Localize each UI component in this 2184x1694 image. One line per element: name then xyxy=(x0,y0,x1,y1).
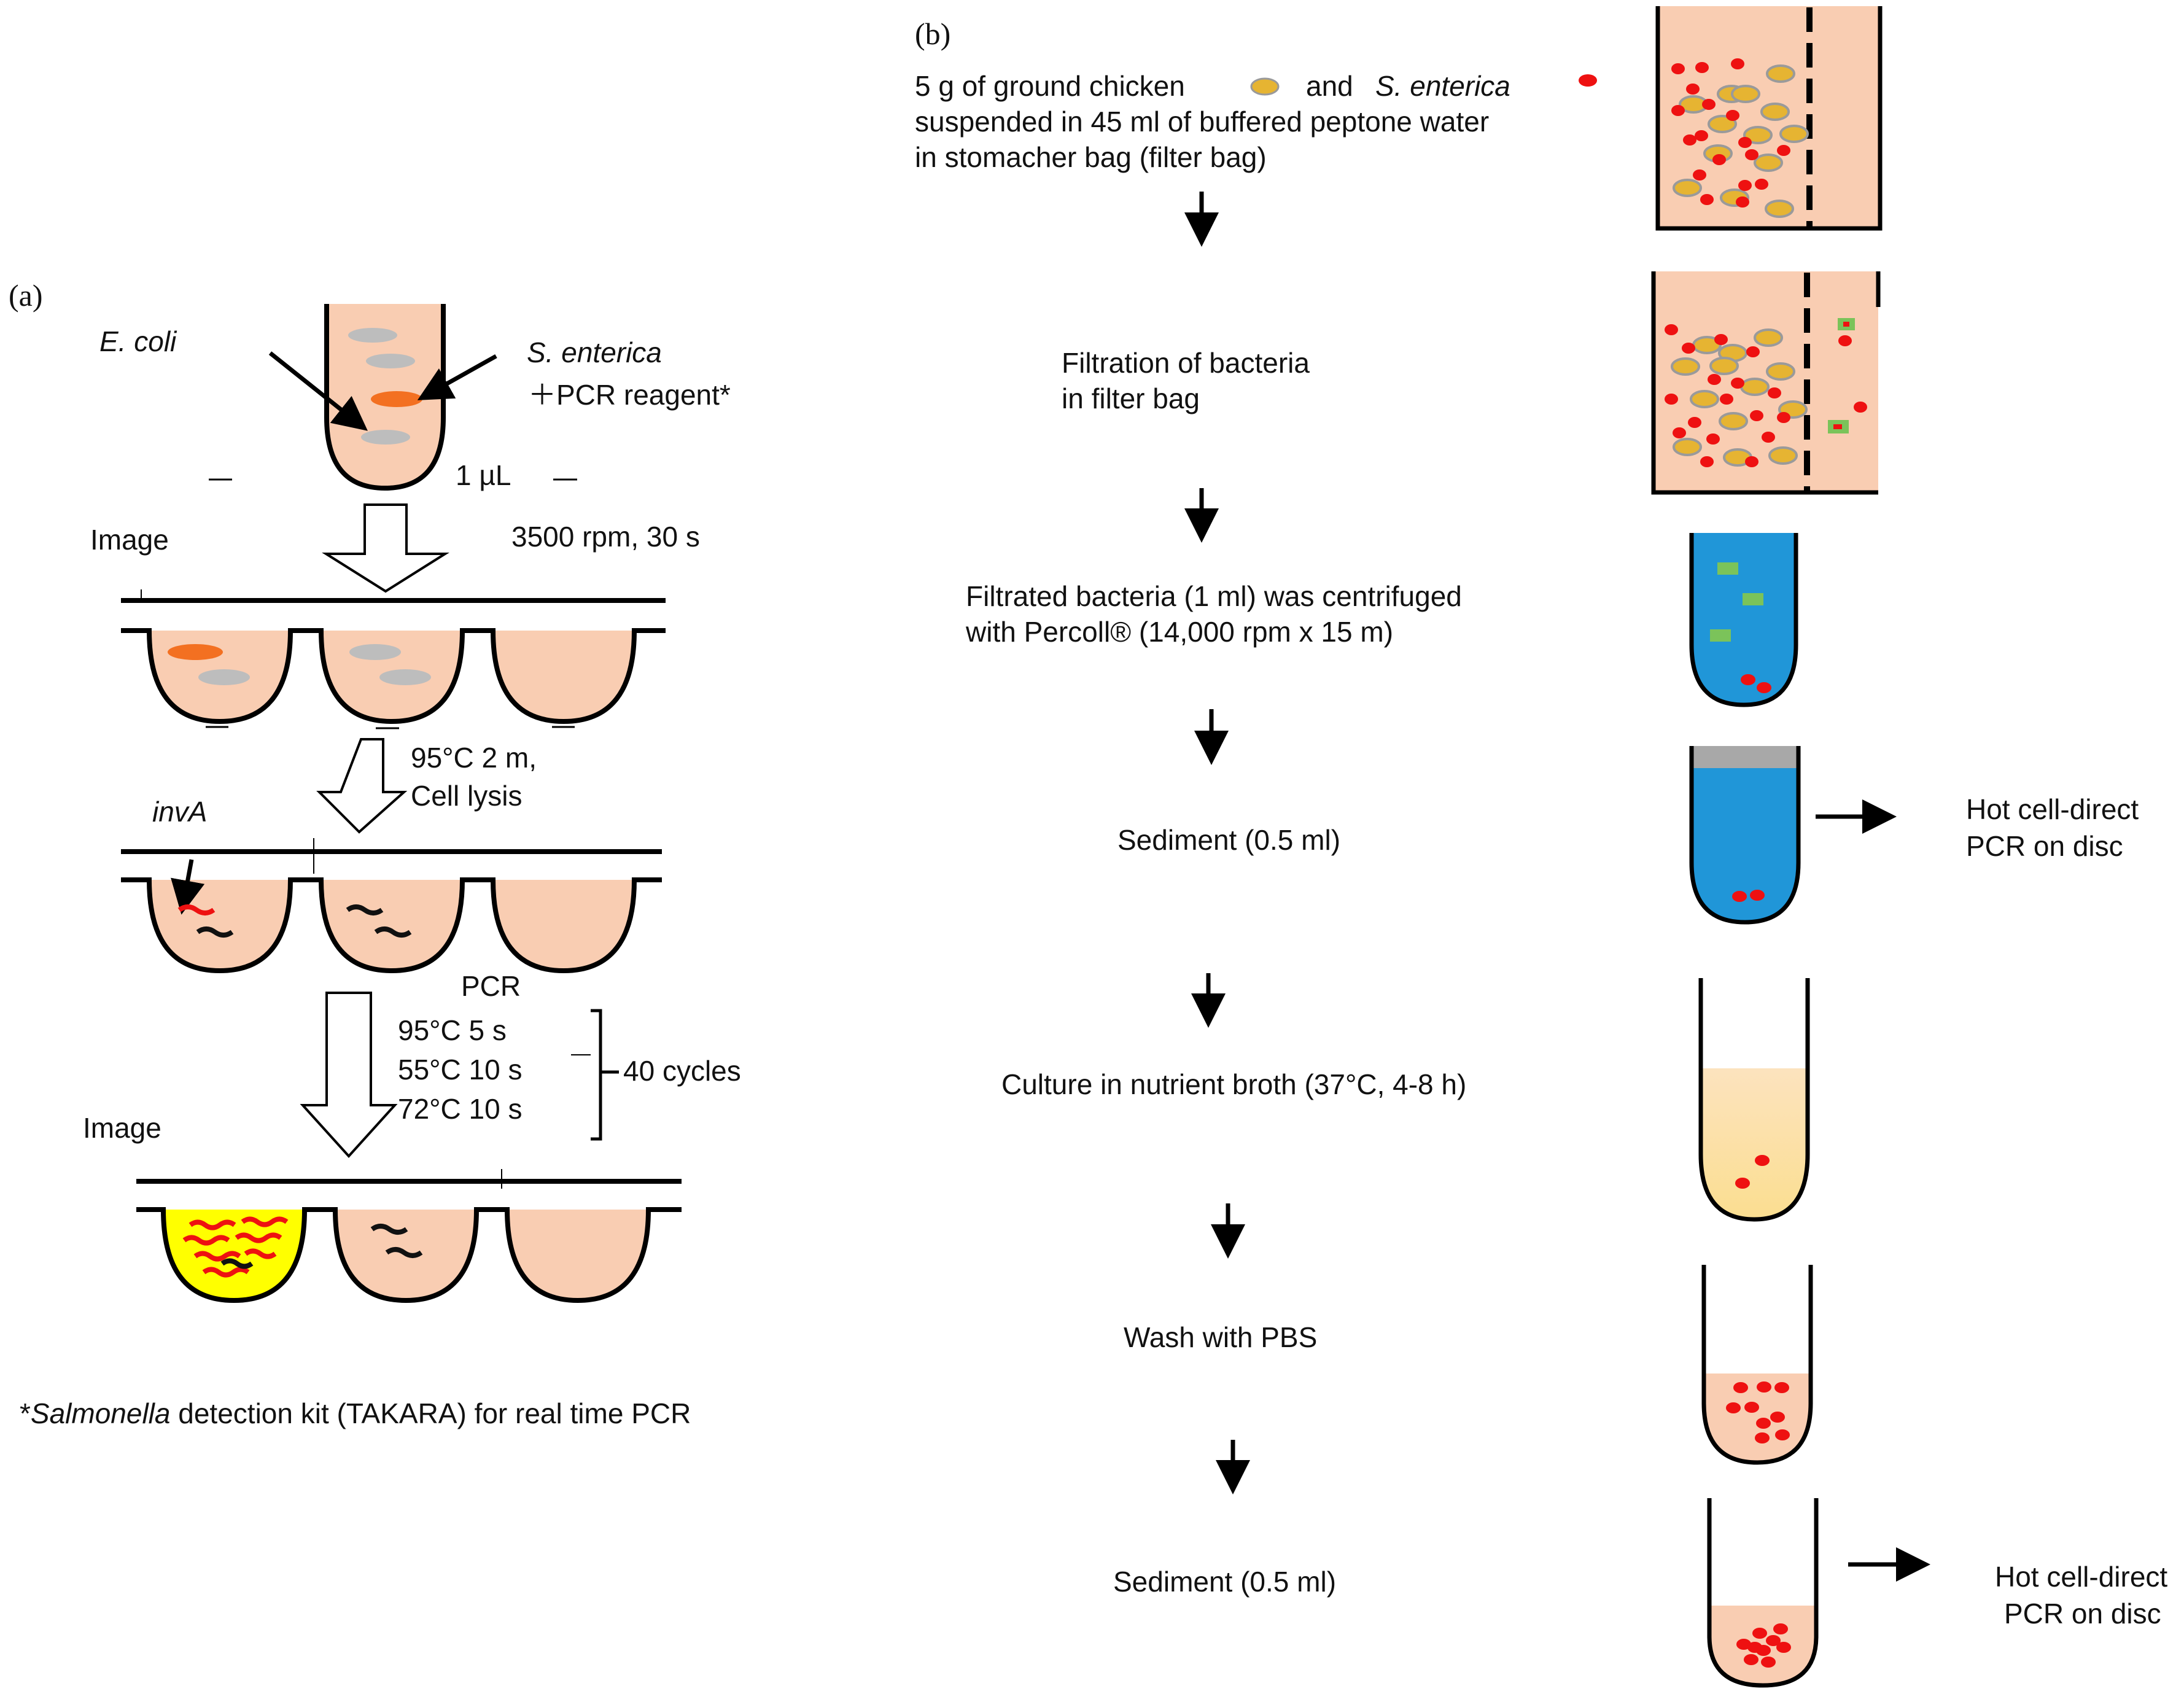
step3-line1: Filtrated bacteria (1 ml) was centrifuge… xyxy=(966,580,1462,612)
step4-label: Sediment (0.5 ml) xyxy=(1117,824,1341,856)
amplified-dna xyxy=(182,1216,289,1278)
cycle-step-2: 55°C 10 s xyxy=(398,1054,523,1086)
final-sediment-tube xyxy=(1707,1498,1819,1688)
panel-a-label: (a) xyxy=(9,278,43,313)
dna-fragment xyxy=(385,1247,423,1258)
dna-fragment xyxy=(220,1258,254,1269)
stomacher-bag-2 xyxy=(1651,271,1881,495)
process-arrow-3 xyxy=(300,992,398,1158)
image-label-1: Image xyxy=(90,524,169,556)
footnote: *Salmonella detection kit (TAKARA) for r… xyxy=(20,1396,691,1432)
panel-a-graphics xyxy=(121,304,682,1304)
cycle-step-3: 72°C 10 s xyxy=(398,1093,523,1125)
cycles-label: 40 cycles xyxy=(623,1055,741,1087)
cycle-bracket xyxy=(591,1009,602,1141)
dna-fragment xyxy=(346,904,384,915)
salmonella-cell xyxy=(168,644,223,660)
ecoli-cell xyxy=(198,669,250,685)
sediment-tube-1 xyxy=(1689,746,1801,925)
ecoli-pointer-arrow xyxy=(268,351,368,431)
pbs-tube xyxy=(1701,1265,1813,1465)
senterica-label: S. enterica xyxy=(527,336,662,368)
step2-line2: in filter bag xyxy=(1062,383,1200,414)
output2-line2: PCR on disc xyxy=(2004,1598,2161,1630)
senterica-symbol xyxy=(1579,74,1597,87)
senterica-pointer-arrow xyxy=(417,354,497,400)
step1-species: S. enterica xyxy=(1375,70,1510,102)
chicken-symbol xyxy=(1250,77,1280,96)
ecoli-cell xyxy=(348,328,397,343)
lysis-temp-label: 95°C 2 m, xyxy=(411,742,537,774)
output1-line1: Hot cell-direct xyxy=(1966,793,2139,825)
dna-fragment xyxy=(374,927,412,938)
gene-label: invA xyxy=(152,796,208,828)
process-arrow-1 xyxy=(322,503,449,593)
ecoli-cell xyxy=(366,354,415,368)
footnote-genus: Salmonella xyxy=(30,1397,171,1429)
panel-b-graphics xyxy=(1184,6,1930,1688)
step1-chicken: 5 g of ground chicken xyxy=(915,70,1185,102)
step2-line1: Filtration of bacteria xyxy=(1062,347,1310,379)
step1-line3: in stomacher bag (filter bag) xyxy=(915,141,1267,173)
ecoli-cell xyxy=(379,669,431,685)
step6-label: Wash with PBS xyxy=(1124,1321,1318,1353)
broth-tube xyxy=(1698,978,1810,1222)
output2-line1: Hot cell-direct xyxy=(1995,1561,2168,1593)
step3-line2: with Percoll® (14,000 rpm x 15 m) xyxy=(966,616,1394,648)
output1-line2: PCR on disc xyxy=(1966,830,2123,862)
salmonella-cell xyxy=(371,391,422,407)
invA-pointer-arrow xyxy=(171,859,205,915)
pcr-reagent-label: ＋PCR reagent* xyxy=(528,379,731,411)
disc-chambers-2 xyxy=(121,877,662,974)
panel-b-label: (b) xyxy=(915,17,951,51)
volume-label: 1 µL xyxy=(456,459,511,491)
ecoli-label: E. coli xyxy=(99,325,177,357)
ecoli-cell xyxy=(361,430,410,445)
step1-line2: suspended in 45 ml of buffered peptone w… xyxy=(915,106,1490,138)
image-label-2: Image xyxy=(83,1112,161,1144)
pcr-label: PCR xyxy=(461,970,521,1002)
step1-and: and xyxy=(1306,70,1353,102)
dna-fragment xyxy=(370,1224,408,1235)
lysis-label: Cell lysis xyxy=(411,780,523,812)
invA-dna-red xyxy=(177,904,216,915)
stomacher-bag-1 xyxy=(1655,6,1883,231)
footnote-text: detection kit (TAKARA) for real time PCR xyxy=(170,1397,691,1429)
cycle-step-1: 95°C 5 s xyxy=(398,1014,507,1046)
footnote-star: * xyxy=(20,1397,31,1429)
process-arrow-2 xyxy=(316,738,408,834)
spin-condition-label: 3500 rpm, 30 s xyxy=(511,521,700,553)
percoll-tube xyxy=(1689,533,1798,707)
step5-label: Culture in nutrient broth (37°C, 4-8 h) xyxy=(1001,1068,1467,1100)
dna-fragment xyxy=(196,927,234,938)
ecoli-cell xyxy=(349,644,401,660)
step7-label: Sediment (0.5 ml) xyxy=(1113,1566,1337,1598)
